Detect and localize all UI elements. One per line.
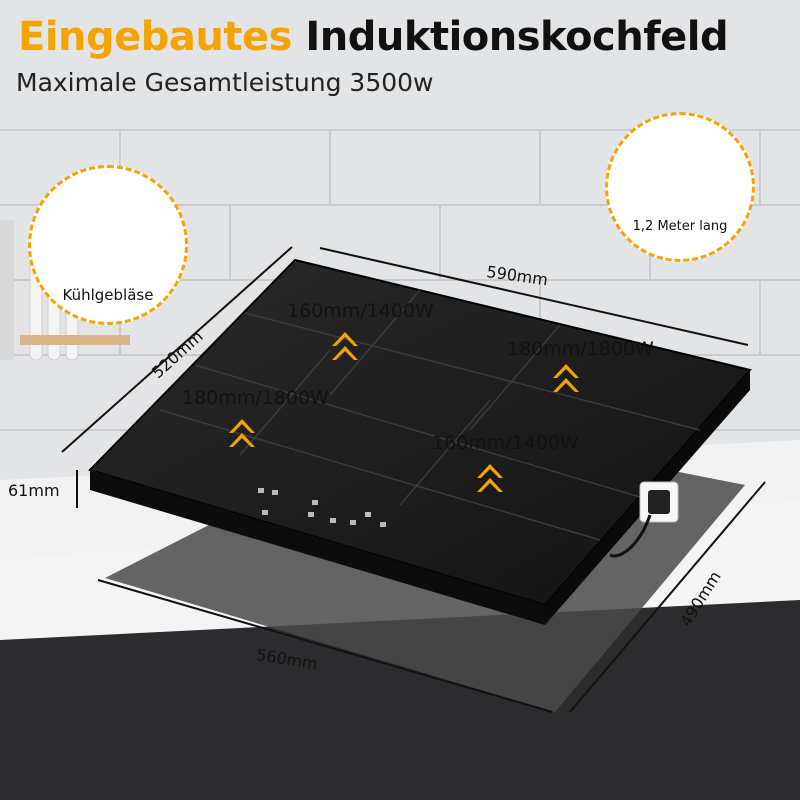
control-panel [258, 488, 386, 527]
zone-arrows [229, 332, 579, 492]
power-outlet [609, 481, 679, 558]
subtitle: Maximale Gesamtleistung 3500w [16, 68, 434, 97]
zone-arrow-3 [229, 419, 255, 447]
fan-callout: Kühlgebläse [28, 165, 188, 325]
zone-arrow-2 [553, 364, 579, 392]
zone-label-3: 180mm/1800W [182, 387, 329, 409]
zone-arrow-4 [477, 464, 503, 492]
title-rest: Induktionskochfeld [305, 14, 729, 60]
zone-label-1: 160mm/1400W [287, 300, 434, 322]
fan-label: Kühlgebläse [62, 286, 154, 304]
dimension-lines [61, 246, 766, 713]
zone-arrow-1 [332, 332, 358, 360]
cable-label: 1,2 Meter lang [632, 219, 728, 234]
title-accent: Eingebautes [18, 14, 292, 60]
zone-label-2: 180mm/1800W [507, 338, 654, 360]
dim-height: 61mm [8, 481, 60, 500]
zone-label-4: 160mm/1400W [432, 432, 579, 454]
page-title: Eingebautes Induktionskochfeld [18, 14, 729, 60]
cable-callout: 1,2 Meter lang [605, 112, 755, 262]
